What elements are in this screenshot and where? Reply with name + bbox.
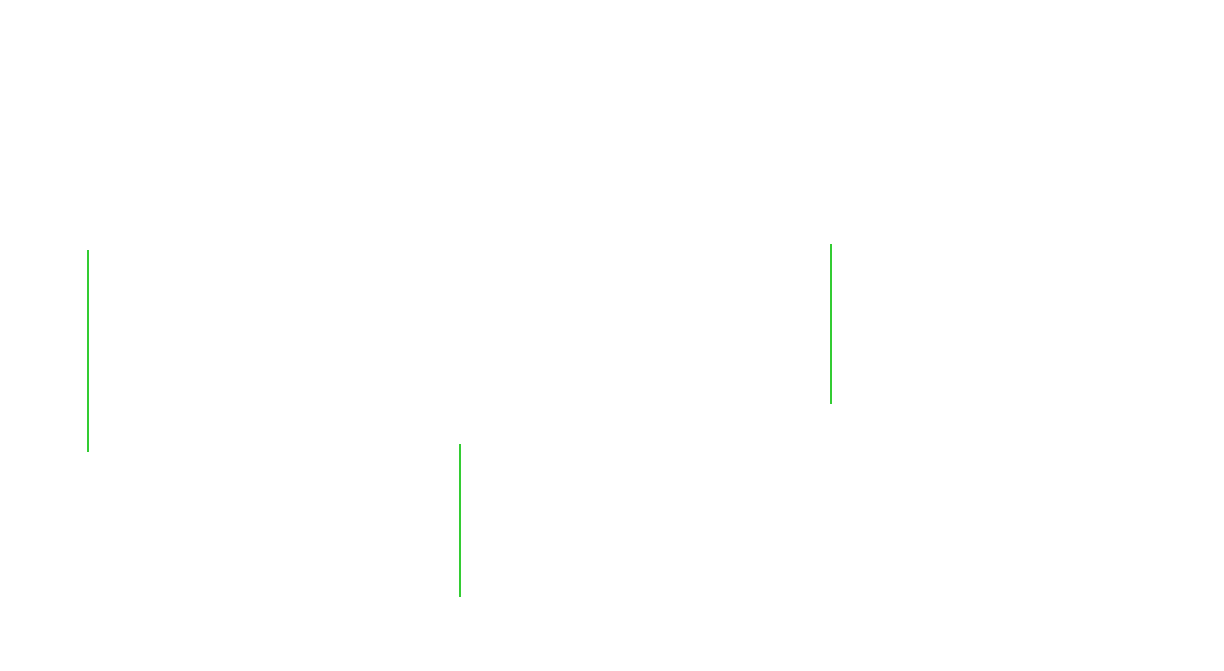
blank-canvas [87, 244, 832, 597]
line-layer [87, 244, 832, 597]
